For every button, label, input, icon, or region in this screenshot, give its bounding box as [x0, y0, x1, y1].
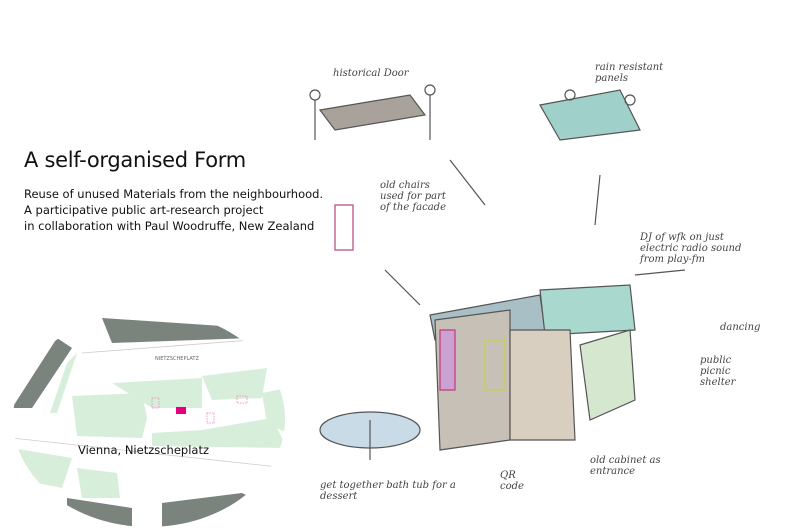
site-map [13, 311, 285, 527]
subtitle-line: in collaboration with Paul Woodruffe, Ne… [24, 219, 315, 233]
annotation-bathtub: get together bath tub for a dessert [320, 480, 456, 502]
annotation-shelter: public picnic shelter [700, 355, 736, 388]
subtitle-line: Reuse of unused Materials from the neigh… [24, 187, 324, 201]
annotation-panels: rain resistant panels [595, 62, 664, 84]
street-label: NIETZSCHEPLATZ [155, 356, 199, 362]
map-location-label: Vienna, Nietzscheplatz [78, 443, 210, 457]
annotation-chairs: old chairs used for part of the facade [380, 180, 447, 213]
annotation-cabinet: old cabinet as entrance [590, 455, 661, 477]
annotation-door: historical Door [333, 68, 409, 79]
subtitle: Reuse of unused Materials from the neigh… [24, 186, 323, 234]
annotation-dj: DJ of wfk on just electric radio sound f… [640, 232, 742, 265]
page-title: A self-organised Form [24, 148, 246, 172]
pavilion-sketch [309, 84, 686, 460]
subtitle-line: A participative public art-research proj… [24, 203, 264, 217]
annotation-dancing: dancing [720, 322, 761, 333]
annotation-qr: QR code [500, 470, 524, 492]
